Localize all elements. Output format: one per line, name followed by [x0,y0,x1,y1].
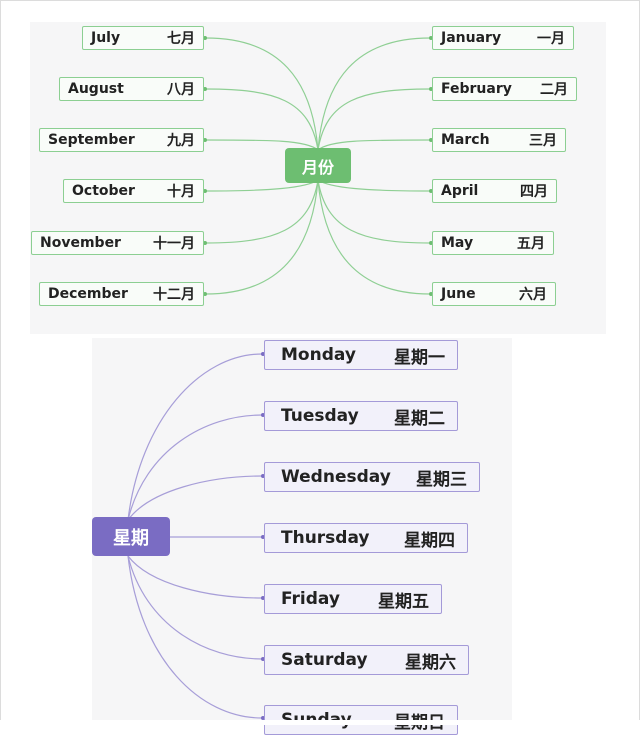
connector-friday [127,555,263,599]
dot-august [203,87,207,91]
weekdays-center-node: 星期 [92,517,170,556]
month-zh-label: 六月 [519,287,547,303]
month-en-label: July [91,30,121,46]
month-node-december: December 十二月 [39,282,204,306]
weekday-zh-label: 星期五 [378,591,429,612]
month-zh-label: 三月 [529,133,557,149]
month-en-label: December [48,286,128,302]
weekday-node-tuesday: Tuesday 星期二 [264,401,458,431]
month-en-label: March [441,132,490,148]
connector-november [205,179,319,244]
connector-march [317,139,431,151]
connector-june [317,179,431,295]
weekday-en-label: Tuesday [281,406,359,426]
month-zh-label: 七月 [167,31,195,47]
connector-tuesday [127,414,263,521]
weekday-en-label: Saturday [281,650,368,670]
month-en-label: January [441,30,502,46]
connector-february [317,88,431,151]
month-zh-label: 五月 [517,236,545,252]
dot-november [203,241,207,245]
month-zh-label: 十月 [167,184,195,200]
month-zh-label: 四月 [520,184,548,200]
connector-monday [127,353,263,521]
month-en-label: October [72,183,135,199]
month-node-august: August 八月 [59,77,204,101]
month-zh-label: 八月 [167,82,195,98]
month-zh-label: 二月 [540,82,568,98]
months-center-node: 月份 [285,148,351,183]
month-en-label: February [441,81,512,97]
month-en-label: April [441,183,479,199]
connector-may [317,179,431,244]
month-node-november: November 十一月 [31,231,204,255]
connector-saturday [127,555,263,660]
weekday-en-label: Friday [281,589,340,609]
weekday-node-wednesday: Wednesday 星期三 [264,462,480,492]
month-en-label: August [68,81,124,97]
month-node-april: April 四月 [432,179,557,203]
connector-december [205,179,319,295]
month-zh-label: 一月 [537,31,565,47]
month-zh-label: 九月 [167,133,195,149]
weekday-en-label: Thursday [281,528,370,548]
month-node-september: September 九月 [39,128,204,152]
month-node-october: October 十月 [63,179,204,203]
month-node-march: March 三月 [432,128,566,152]
dot-july [203,36,207,40]
weekday-zh-label: 星期三 [416,469,467,490]
connector-sunday [127,555,263,719]
connector-january [317,37,431,151]
connector-wednesday [127,475,263,521]
dot-september [203,138,207,142]
weekday-zh-label: 星期二 [394,408,445,429]
month-node-june: June 六月 [432,282,556,306]
weekday-zh-label: 星期一 [394,347,445,368]
month-zh-label: 十一月 [153,236,195,252]
dot-december [203,292,207,296]
connector-september [205,139,319,151]
month-node-january: January 一月 [432,26,574,50]
dot-october [203,189,207,193]
month-en-label: June [441,286,476,302]
weekday-en-label: Monday [281,345,356,365]
weekday-zh-label: 星期六 [405,652,456,673]
month-en-label: November [40,235,121,251]
month-node-may: May 五月 [432,231,554,255]
month-node-february: February 二月 [432,77,577,101]
month-en-label: May [441,235,474,251]
weekday-en-label: Wednesday [281,467,391,487]
weekday-node-thursday: Thursday 星期四 [264,523,468,553]
connector-july [205,37,319,151]
weekday-node-saturday: Saturday 星期六 [264,645,469,675]
weekday-zh-label: 星期四 [404,530,455,551]
month-zh-label: 十二月 [153,287,195,303]
month-en-label: September [48,132,135,148]
weekday-node-friday: Friday 星期五 [264,584,442,614]
connector-august [205,88,319,151]
bottom-crop-edge [0,720,640,725]
weekday-node-monday: Monday 星期一 [264,340,458,370]
month-node-july: July 七月 [82,26,204,50]
